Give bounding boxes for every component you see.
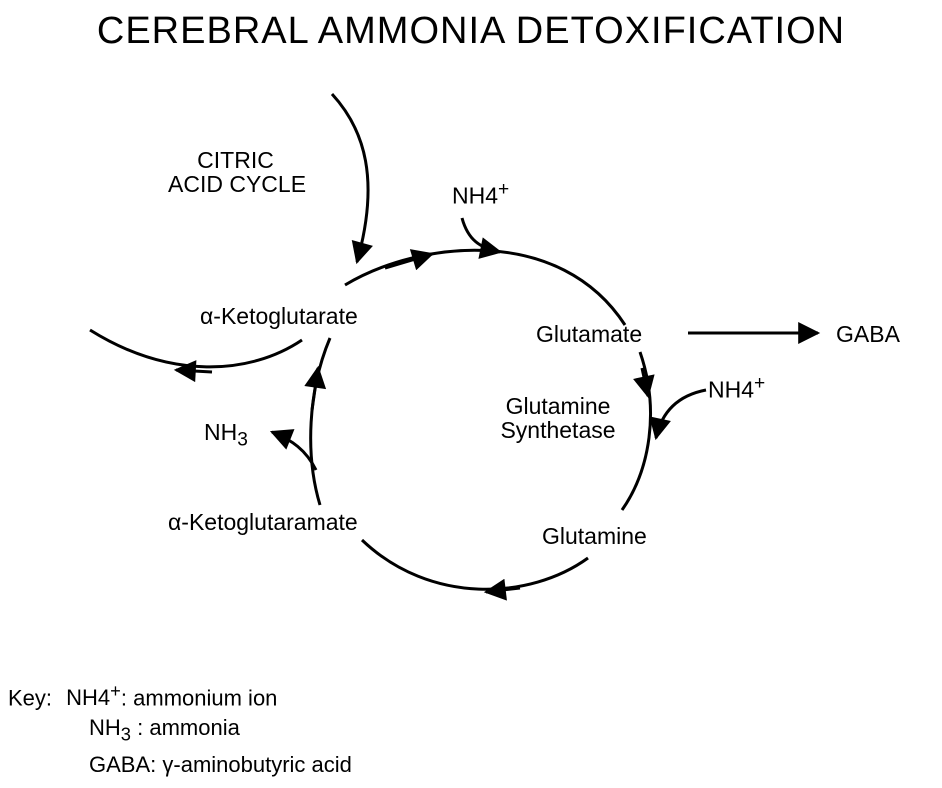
cycle-arc-left xyxy=(309,337,332,506)
nh3-release-arrow xyxy=(269,429,318,471)
nh4-right-label: NH4+ xyxy=(708,373,766,403)
diagram-title: CEREBRAL AMMONIA DETOXIFICATION xyxy=(96,10,846,52)
key-desc-3: γ-aminobutyric acid xyxy=(162,751,352,777)
citric-cycle-in-arrow xyxy=(330,92,373,265)
nh4-top-arrow xyxy=(460,217,503,259)
key-row-2: NH3 : ammonia xyxy=(89,715,240,745)
glutamate-label: Glutamate xyxy=(536,321,643,347)
citric-acid-cycle-label: CITRIC ACID CYCLE xyxy=(168,147,307,198)
cycle-arc-right xyxy=(620,351,652,511)
cycle-arc-bottom xyxy=(360,538,589,591)
key-desc-1: ammonium ion xyxy=(133,685,278,711)
nh4-right-arrow xyxy=(649,388,707,441)
glutamine-label: Glutamine xyxy=(542,523,647,549)
key-legend: Key: NH4+: ammonium ion NH3 : ammonia GA… xyxy=(8,676,352,780)
key-prefix: Key: xyxy=(8,685,53,711)
cycle-arc-top xyxy=(344,248,627,326)
alpha-ketoglutarate-label: α-Ketoglutarate xyxy=(200,303,358,329)
citric-label-line2: ACID CYCLE xyxy=(168,171,307,198)
key-row-1: Key: NH4+: ammonium ion xyxy=(8,680,278,711)
gaba-label: GABA xyxy=(836,321,900,347)
key-row-3: GABA: γ-aminobutyric acid xyxy=(89,751,352,777)
enzyme-line1: Glutamine xyxy=(505,393,611,419)
enzyme-line2: Synthetase xyxy=(500,417,616,444)
citric-cycle-out-arrow xyxy=(89,328,303,369)
nh3-label: NH3 xyxy=(204,419,248,451)
alpha-ketoglutaramate-label: α-Ketoglutaramate xyxy=(168,509,358,535)
glutamine-synthetase-label: Glutamine Synthetase xyxy=(478,394,638,442)
key-desc-2: ammonia xyxy=(149,715,240,741)
nh4-top-label: NH4+ xyxy=(452,179,510,209)
citric-label-line1: CITRIC xyxy=(197,147,274,173)
